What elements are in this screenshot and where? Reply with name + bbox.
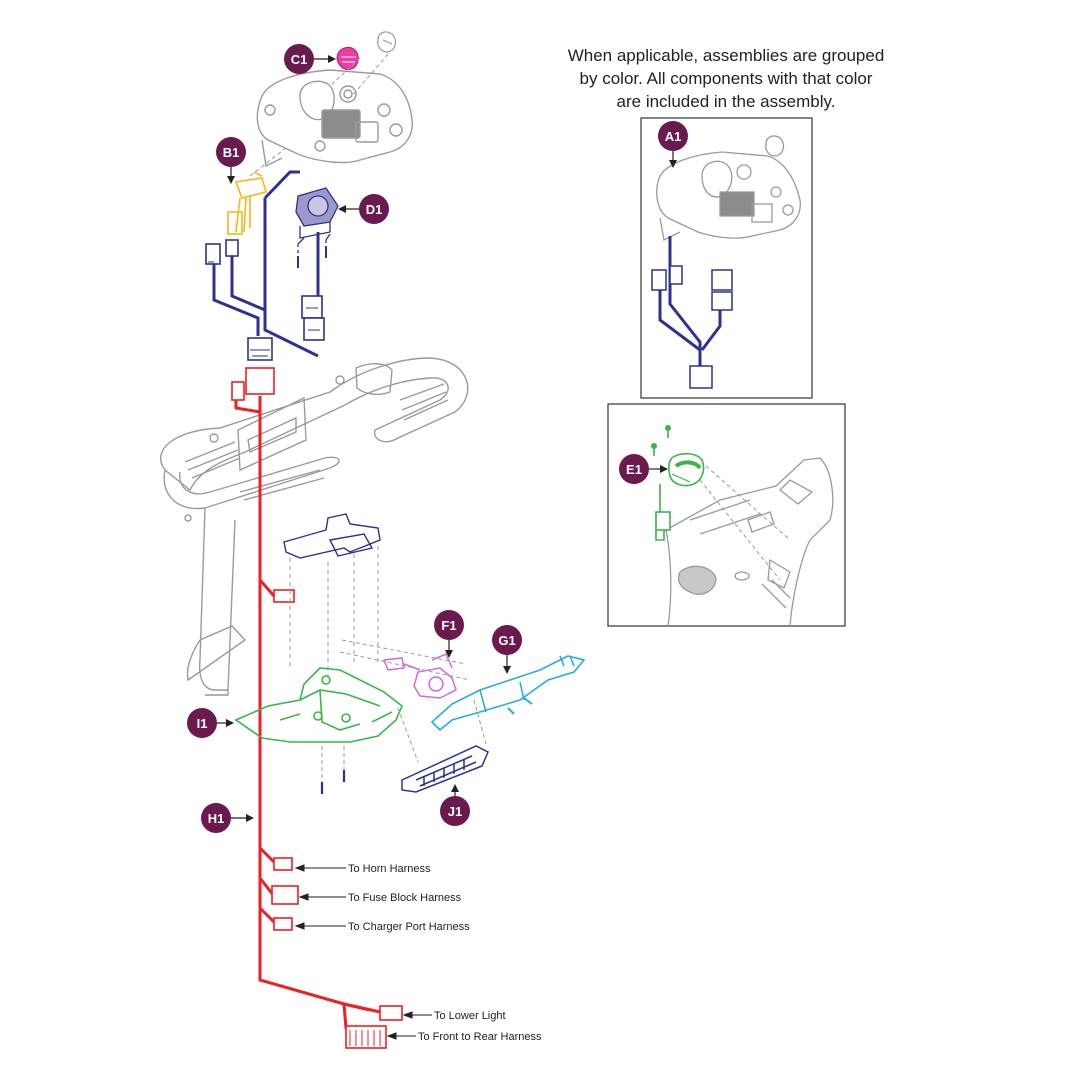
front-rear-connector-pins: [349, 1030, 381, 1046]
blue-connectors: [205, 239, 325, 361]
e1-leader-lines: [699, 465, 791, 581]
e1-screw-icon: [651, 443, 657, 449]
label-fuse-block-harness: To Fuse Block Harness: [348, 892, 462, 904]
callout-j1: J1: [440, 784, 470, 826]
callout-e1-label: E1: [626, 462, 642, 477]
callout-h1-label: H1: [208, 811, 225, 826]
screw-icons: [297, 246, 327, 268]
blue-mounting-plate: [283, 513, 381, 559]
callout-c1-label: C1: [291, 52, 308, 67]
callout-d1-label: D1: [366, 202, 383, 217]
plate-leader-lines: [289, 546, 379, 680]
callout-b1: B1: [216, 137, 246, 184]
callout-a1: A1: [658, 121, 688, 168]
yellow-bracket-part: [227, 171, 267, 235]
harness-label-arrows: [294, 864, 432, 1040]
callout-f1-label: F1: [441, 618, 456, 633]
callout-i1: I1: [187, 708, 234, 738]
note-line-2: by color. All components with that color: [579, 69, 873, 88]
callout-g1-label: G1: [498, 633, 515, 648]
console-housing: [256, 69, 413, 168]
label-front-rear-harness: To Front to Rear Harness: [418, 1031, 542, 1043]
lever-screws: [507, 697, 533, 715]
e1-screw-icon: [665, 425, 671, 431]
handlebar-frame: [159, 357, 469, 696]
a1-assembly-inset: [640, 117, 813, 399]
gray-cap-part: [377, 31, 397, 53]
red-connectors: [231, 367, 403, 1049]
switch-leader-lines: [339, 639, 471, 681]
lightbar-leader-lines: [397, 699, 487, 763]
callout-i1-label: I1: [197, 716, 208, 731]
shroud-screws: [320, 770, 346, 794]
label-charger-port-harness: To Charger Port Harness: [348, 921, 470, 933]
connector-pins: [208, 261, 320, 357]
callout-e1: E1: [619, 454, 668, 484]
callout-a1-label: A1: [665, 129, 682, 144]
label-lower-light: To Lower Light: [434, 1010, 506, 1022]
pink-switch-part: [382, 653, 457, 699]
callout-f1: F1: [434, 610, 464, 658]
module-screw-leaders: [297, 240, 327, 262]
note-line-1: When applicable, assemblies are grouped: [567, 46, 885, 65]
cyan-lever-part: [430, 655, 586, 732]
magenta-knob-part: [336, 47, 359, 71]
e1-ring-part: [667, 452, 705, 487]
assembly-color-note: When applicable, assemblies are grouped …: [548, 44, 904, 113]
lower-light-bar-part: [401, 745, 489, 793]
callout-j1-label: J1: [448, 804, 462, 819]
shroud-leader-lines: [321, 746, 345, 782]
callout-b1-label: B1: [223, 145, 240, 160]
bracket-leader-line: [249, 147, 287, 177]
green-shroud-part: [234, 667, 403, 743]
callout-h1: H1: [201, 803, 254, 833]
knob-leader-lines: [329, 53, 389, 97]
callout-d1: D1: [338, 194, 389, 224]
callout-c1: C1: [284, 44, 336, 74]
e1-assembly-inset: [607, 403, 846, 627]
callout-g1: G1: [492, 625, 522, 674]
label-horn-harness: To Horn Harness: [348, 863, 431, 875]
note-line-3: are included in the assembly.: [616, 92, 836, 111]
throttle-module-part: [295, 187, 339, 245]
